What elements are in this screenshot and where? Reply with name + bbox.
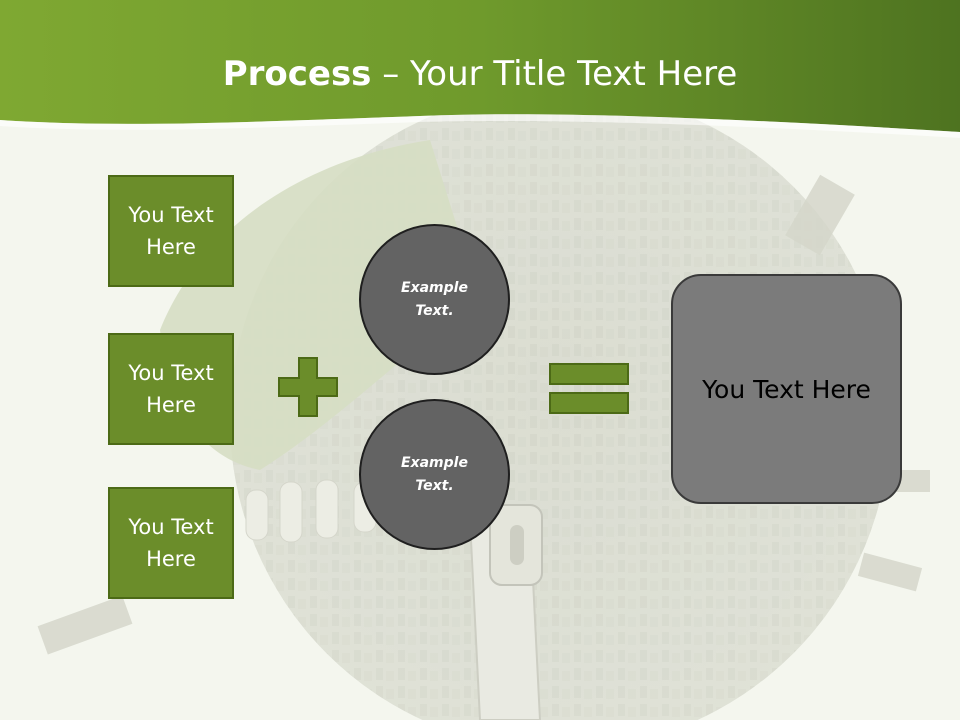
- text-box-3-label: You Text Here: [128, 515, 214, 571]
- text-box-1[interactable]: You Text Here: [108, 175, 234, 287]
- example-circle-1-label: Example Text.: [401, 279, 468, 319]
- text-box-2-label: You Text Here: [128, 361, 214, 417]
- grass-patch: [160, 140, 480, 470]
- title-rest: – Your Title Text Here: [371, 54, 738, 94]
- text-box-1-label: You Text Here: [128, 203, 214, 259]
- example-circle-2[interactable]: Example Text.: [359, 399, 510, 550]
- example-circle-2-label: Example Text.: [401, 454, 468, 494]
- equals-icon: [549, 363, 629, 414]
- result-box-label: You Text Here: [702, 374, 871, 404]
- title-bold: Process: [222, 54, 372, 94]
- slide-title: Process – Your Title Text Here: [0, 52, 960, 96]
- example-circle-1[interactable]: Example Text.: [359, 224, 510, 375]
- result-box[interactable]: You Text Here: [671, 274, 902, 504]
- text-box-2[interactable]: You Text Here: [108, 333, 234, 445]
- plus-icon: [278, 357, 338, 417]
- header-band: [0, 0, 960, 132]
- text-box-3[interactable]: You Text Here: [108, 487, 234, 599]
